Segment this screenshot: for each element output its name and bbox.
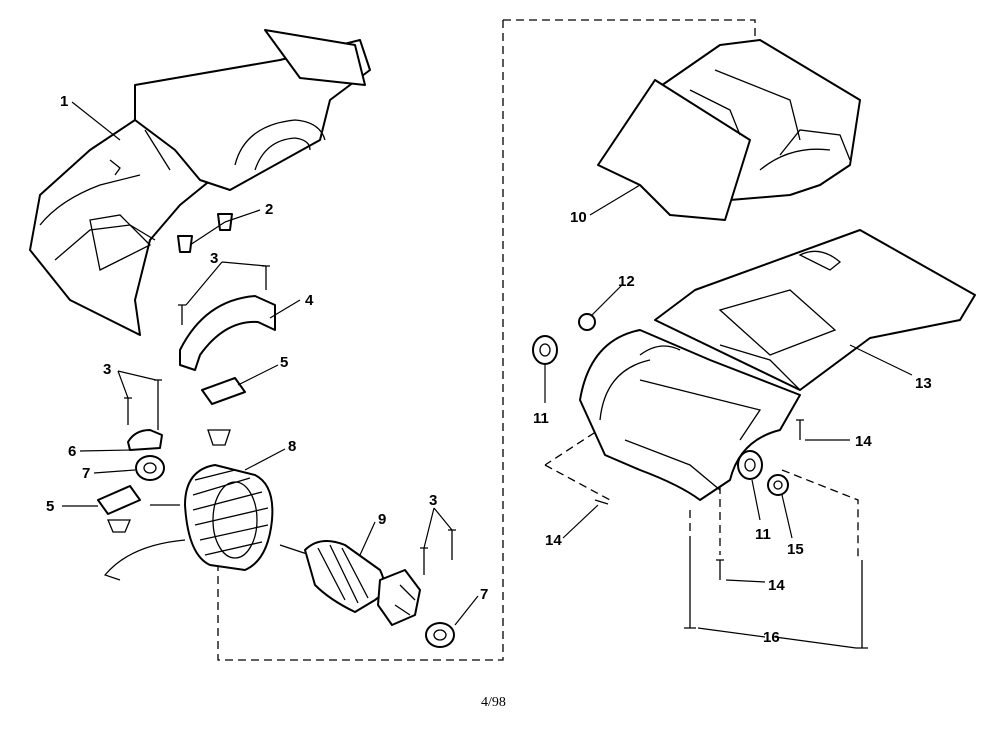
part-brush-holders [97,377,246,533]
callout-9: 9 [378,511,386,528]
callout-6: 6 [68,443,76,460]
part-field-stator [103,464,274,581]
callout-11: 11 [755,526,771,543]
callout-3: 3 [103,361,111,378]
callout-12: 12 [618,273,635,290]
callout-4: 4 [305,292,314,309]
leader-lines [62,101,913,649]
part-grommets [177,213,233,253]
part-bolts [594,419,868,649]
callout-16: 16 [763,629,780,646]
callout-7: 7 [82,465,90,482]
page-number: 4/98 [481,695,506,710]
part-screws [124,265,456,575]
callout-14: 14 [768,577,785,594]
callout-8: 8 [288,438,296,455]
part-small-bearings [532,313,789,496]
part-baseplate [654,229,976,391]
callout-15: 15 [787,541,804,558]
callout-2: 2 [265,201,273,218]
part-clip [127,429,163,451]
callout-14: 14 [855,433,872,450]
part-armature [279,540,421,626]
callout-14: 14 [545,532,562,549]
callout-10: 10 [570,209,587,226]
callout-11: 11 [533,410,549,427]
callout-7: 7 [480,586,488,603]
callout-5: 5 [46,498,54,515]
part-bearings [135,455,455,648]
part-housing [29,29,371,336]
callout-3: 3 [210,250,218,267]
callout-1: 1 [60,93,68,110]
callout-3: 3 [429,492,437,509]
part-shoe-assembly [579,329,801,501]
callout-13: 13 [915,375,932,392]
part-bracket [179,295,276,371]
part-gear-cover [597,39,861,221]
callout-5: 5 [280,354,288,371]
callouts: 1 2 3 4 5 3 6 7 8 5 9 3 7 10 12 11 13 14… [46,93,932,646]
